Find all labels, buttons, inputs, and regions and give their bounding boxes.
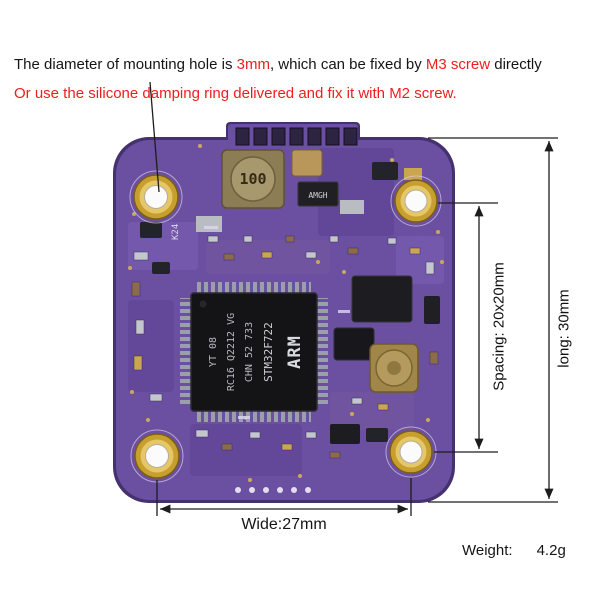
annotation-damping-ring-text: Or use the silicone damping ring deliver… (14, 85, 457, 102)
capacitor-gold (291, 149, 323, 177)
osd-chip (333, 327, 375, 361)
main-inductor: 100 (221, 149, 285, 209)
weight-value: 4.2g (536, 542, 566, 559)
mcu-chip: YT 08 RC16 Q2212 VG CHN 52 733 STM32F722… (180, 282, 328, 422)
cap-left-top (196, 216, 222, 232)
regulator-chip: AMGH (297, 181, 339, 207)
mcu-marking-line3: CHN 52 733 (244, 322, 255, 382)
dimension-label-long: long: 30mm (555, 289, 573, 368)
cap-mid-top (340, 200, 364, 214)
pcb-passives (131, 235, 439, 459)
small-chip-top-right (372, 162, 398, 180)
regulator-marking: AMGH (308, 191, 327, 200)
top-connector-pads (235, 127, 358, 146)
annotation-mounting-hole-text: The diameter of mounting hole is 3mm, wh… (14, 56, 542, 73)
mcu-marking-line1: YT 08 (208, 337, 219, 367)
mcu-marking-line2: RC16 Q2212 VG (226, 313, 237, 391)
mounting-hole-top-left (133, 174, 179, 220)
weight-annotation: Weight: 4.2g (462, 542, 566, 559)
leader-line-mounting-hole (149, 81, 160, 193)
power-coil (369, 343, 419, 393)
weight-label: Weight: (462, 542, 513, 559)
mounting-hole-bottom-right (389, 430, 433, 474)
mcu-part-number: STM32F722 (262, 322, 275, 382)
gyro-chip (351, 275, 413, 323)
silkscreen-marking: K24 (171, 224, 181, 240)
dimension-label-wide: Wide:27mm (241, 516, 327, 533)
mounting-hole-bottom-left (134, 433, 180, 479)
inductor-marking: 100 (239, 170, 266, 188)
dimension-label-spacing: Spacing: 20x20mm (490, 262, 508, 391)
arm-logo-text: ARM (285, 335, 305, 369)
solder-pads (235, 487, 311, 493)
mcu-pins (180, 282, 328, 422)
dimension-lines (149, 81, 558, 516)
mounting-hole-top-right (394, 179, 438, 223)
pcb-small-chips (140, 222, 440, 444)
pcb-silkscreen: K24 (129, 170, 442, 483)
